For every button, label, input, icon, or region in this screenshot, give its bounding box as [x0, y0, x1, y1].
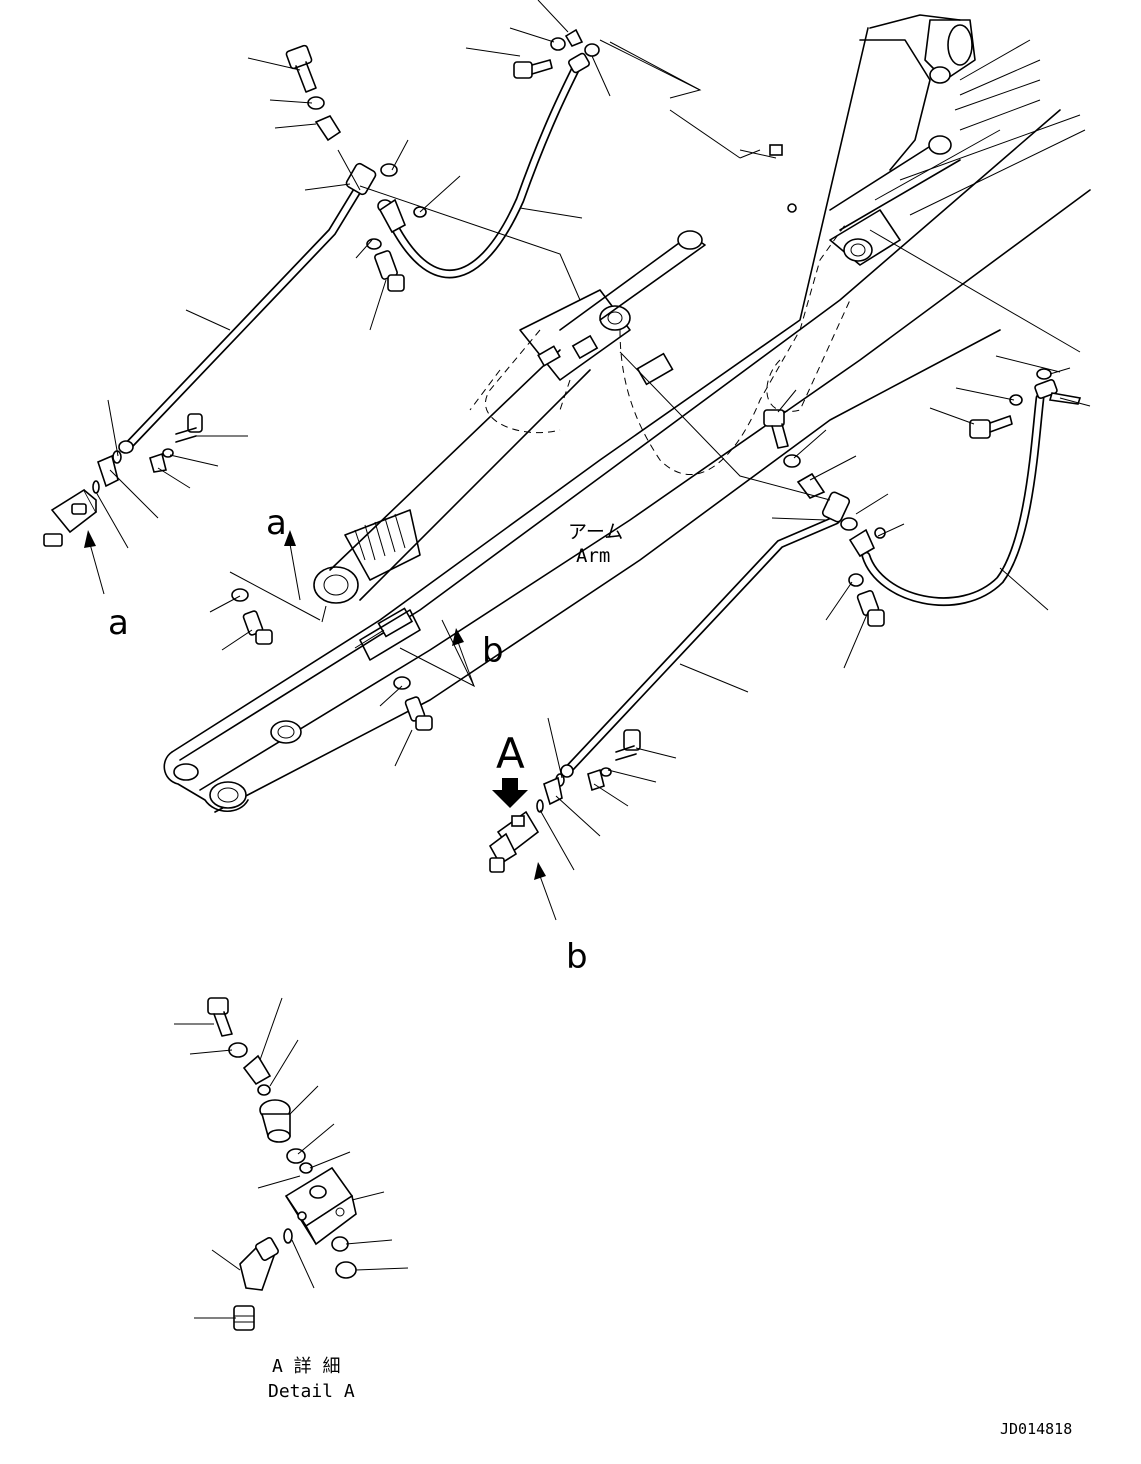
pipe-elbow	[345, 162, 377, 196]
bolt-icon	[207, 997, 233, 1037]
fitting-icon	[259, 1099, 291, 1143]
view-arrow-icon	[492, 778, 528, 808]
bolt-icon	[856, 589, 885, 627]
bolt-icon	[513, 59, 553, 79]
bolt-icon	[615, 729, 641, 761]
arm-tip-boss	[209, 781, 247, 809]
arm-label-en: Arm	[576, 545, 610, 567]
bolt-icon	[242, 610, 273, 645]
ref-a-upper: a	[266, 503, 287, 543]
elbow-fitting-icon	[239, 1237, 279, 1291]
pipe-assembly-left	[43, 28, 600, 547]
detail-a-label-jp: A 詳 細	[272, 1356, 341, 1377]
bolt-icon	[763, 409, 789, 449]
arm-label-jp: アーム	[568, 521, 623, 543]
arm-pin-hole	[270, 720, 302, 744]
ref-a-lower: a	[108, 603, 129, 643]
leader-lines	[84, 0, 1091, 921]
detail-a-label-en: Detail A	[268, 1381, 355, 1402]
cylinder-rod-end	[313, 566, 359, 604]
bolt-icon	[285, 44, 317, 93]
bolt-icon	[374, 250, 405, 292]
drawing-number: JD014818	[1000, 1420, 1072, 1438]
valve-block-detail	[284, 1166, 357, 1246]
detail-a-assembly	[174, 997, 409, 1331]
ref-b-upper: b	[482, 631, 504, 671]
clamp-icon	[314, 114, 342, 142]
view-a-label: A	[496, 729, 525, 778]
arm-body	[163, 14, 1091, 813]
valve-block-a	[43, 488, 98, 547]
bolt-icon	[969, 415, 1013, 439]
bolt-icon	[404, 696, 433, 731]
ref-b-lower: b	[566, 937, 588, 977]
valve-block-b	[488, 810, 540, 873]
bolt-icon	[175, 413, 203, 443]
pipe-assembly-right	[231, 368, 1082, 873]
nut-icon	[233, 1305, 255, 1331]
